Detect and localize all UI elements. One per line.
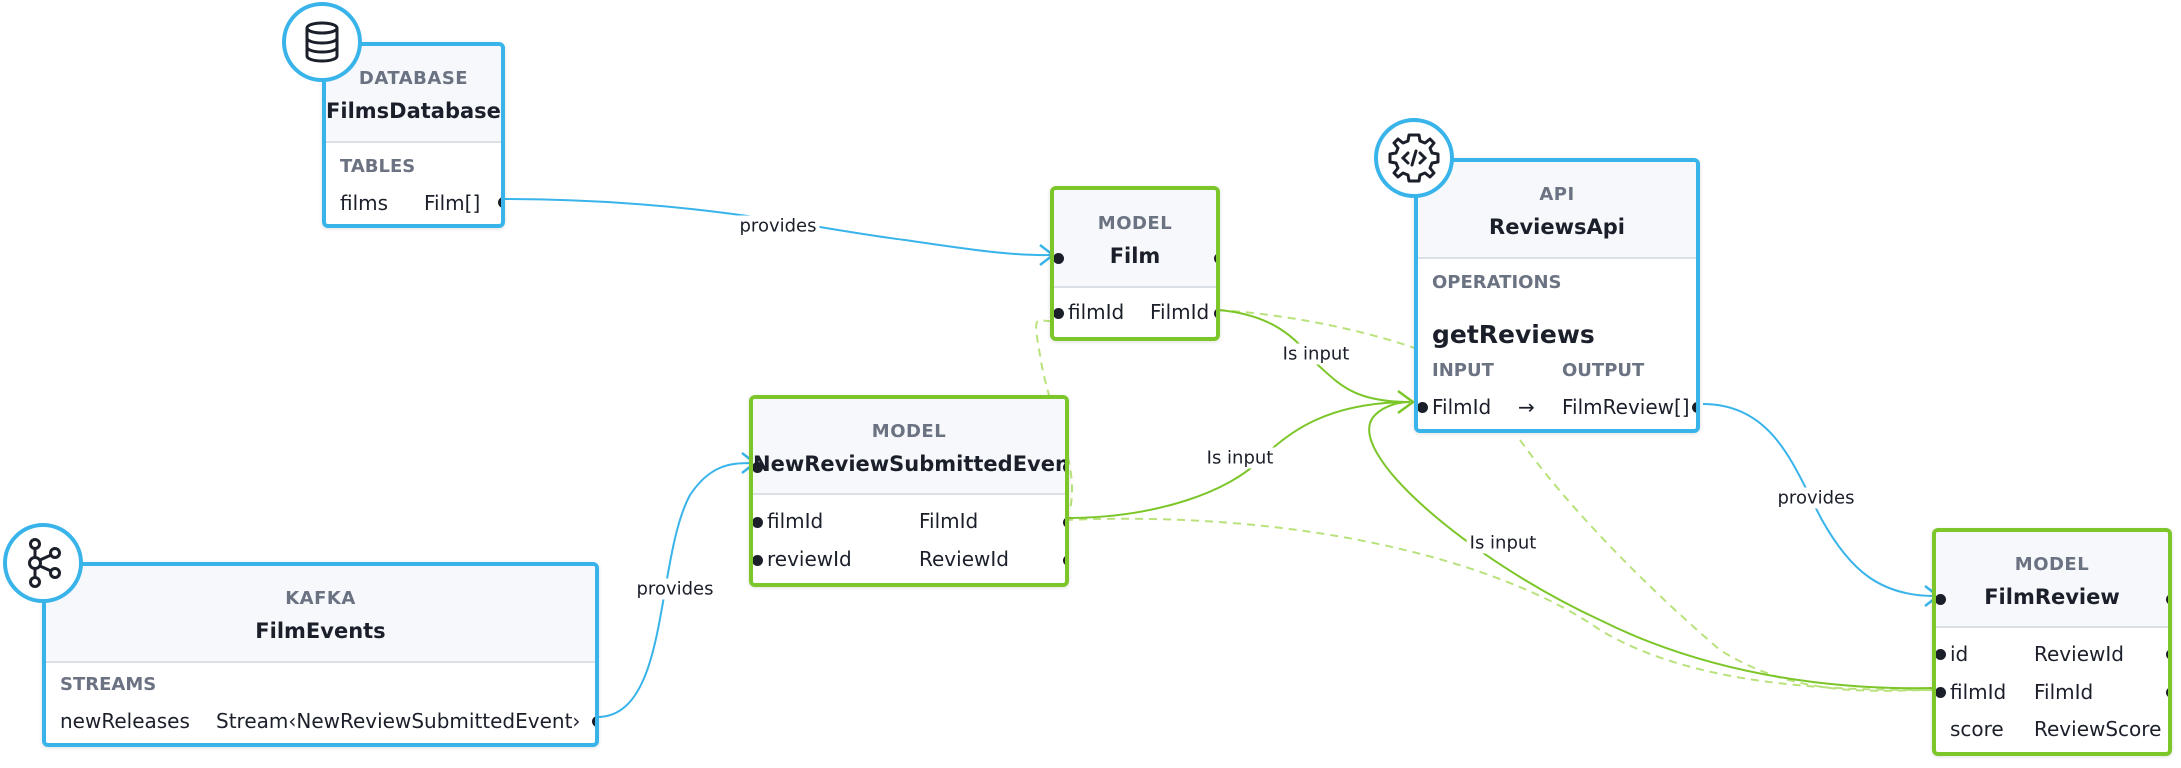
port-reviewid-in[interactable]	[753, 555, 763, 566]
edge-film-input	[1217, 309, 1411, 403]
port-film-in[interactable]	[1054, 253, 1064, 264]
field-type: FilmId	[919, 509, 979, 533]
node-title: Film	[1109, 244, 1161, 268]
port-event-out[interactable]	[1063, 462, 1065, 473]
field-name: films	[340, 191, 389, 215]
node-title: ReviewsApi	[1489, 215, 1625, 239]
operation-name[interactable]: getReviews	[1432, 320, 1595, 349]
field-name: filmId	[767, 509, 824, 533]
arrowhead-is-input	[1397, 389, 1416, 415]
edge-label-review-input: Is input	[1466, 532, 1540, 554]
port-review-out[interactable]	[2166, 594, 2168, 605]
port-review-in[interactable]	[1936, 594, 1946, 605]
field-type: ReviewId	[2034, 642, 2124, 666]
node-kind: KAFKA	[285, 588, 356, 609]
field-type: ReviewScore	[2034, 717, 2162, 741]
dashed-link-film-event	[1035, 317, 1073, 511]
edge-label-kafka-to-event: provides	[633, 578, 717, 600]
port-filmid-out[interactable]	[1063, 517, 1065, 528]
field-name: filmId	[1950, 680, 2007, 704]
node-reviews-api[interactable]: API ReviewsApi OPERATIONS getReviews INP…	[1414, 158, 1700, 433]
node-title: FilmEvents	[255, 619, 386, 643]
kafka-icon	[3, 523, 83, 603]
input-label: INPUT	[1432, 360, 1494, 381]
section-label: STREAMS	[60, 674, 157, 695]
output-type: FilmReview[]	[1562, 395, 1690, 419]
api-gear-icon	[1374, 118, 1454, 198]
node-kind: MODEL	[1097, 213, 1173, 234]
field-type: FilmId	[1150, 300, 1210, 324]
node-kind: API	[1539, 184, 1575, 205]
edge-api-to-review	[1702, 403, 1936, 597]
node-film-review[interactable]: MODEL FilmReview id ReviewId filmId Film…	[1932, 528, 2172, 756]
field-name: newReleases	[60, 709, 190, 733]
node-kind: MODEL	[2014, 554, 2090, 575]
port-id-in[interactable]	[1936, 649, 1946, 660]
edge-label-api-to-review: provides	[1774, 487, 1858, 509]
port-filmid-in[interactable]	[1054, 308, 1064, 319]
database-icon	[282, 2, 362, 82]
node-new-review-submitted-event[interactable]: MODEL NewReviewSubmittedEvent filmId Fil…	[749, 395, 1069, 587]
port-filmid-out[interactable]	[1214, 308, 1216, 319]
port-filmid-out[interactable]	[2166, 687, 2168, 698]
output-label: OUTPUT	[1562, 360, 1645, 381]
dashed-link-event-review	[1064, 517, 1936, 691]
field-type: FilmId	[2034, 680, 2094, 704]
field-name: id	[1950, 642, 1969, 666]
edge-review-input	[1368, 401, 1936, 690]
port-id-out[interactable]	[2166, 649, 2168, 660]
field-type: ReviewId	[919, 547, 1009, 571]
dashed-link-film-api	[1217, 309, 1421, 351]
field-type: Film[]	[424, 191, 481, 215]
dashed-link-api-review	[1519, 439, 1936, 692]
port-film-out[interactable]	[1214, 253, 1216, 264]
edge-label-event-input: Is input	[1203, 447, 1277, 469]
node-kind: DATABASE	[358, 68, 469, 89]
field-type: Stream‹NewReviewSubmittedEvent›	[216, 709, 581, 733]
port-output-out[interactable]	[1692, 402, 1696, 413]
edge-kafka-to-event	[596, 462, 753, 718]
node-title: FilmReview	[1984, 585, 2120, 609]
section-label: TABLES	[340, 156, 416, 177]
node-film-events[interactable]: KAFKA FilmEvents STREAMS newReleases Str…	[42, 562, 599, 747]
field-name: reviewId	[767, 547, 852, 571]
port-newreleases-out[interactable]	[592, 716, 595, 727]
section-label: OPERATIONS	[1432, 272, 1562, 293]
edge-label-film-input: Is input	[1279, 343, 1353, 365]
port-filmid-in[interactable]	[753, 517, 763, 528]
arrow-glyph: →	[1518, 395, 1535, 419]
port-input-in[interactable]	[1418, 402, 1428, 413]
input-type: FilmId	[1432, 395, 1492, 419]
port-films-out[interactable]	[498, 197, 501, 208]
edge-label-db-to-film: provides	[736, 215, 820, 237]
field-name: filmId	[1068, 300, 1125, 324]
node-films-database[interactable]: DATABASE FilmsDatabase TABLES films Film…	[322, 42, 505, 228]
field-name: score	[1950, 717, 2004, 741]
node-title: NewReviewSubmittedEvent	[753, 452, 1069, 476]
port-reviewid-out[interactable]	[1063, 555, 1065, 566]
port-event-in[interactable]	[753, 462, 763, 473]
node-kind: MODEL	[871, 421, 947, 442]
port-filmid-in[interactable]	[1936, 687, 1946, 698]
node-title: FilmsDatabase	[326, 99, 501, 123]
edge-db-to-film	[502, 198, 1051, 257]
node-film[interactable]: MODEL Film filmId FilmId	[1050, 186, 1220, 341]
